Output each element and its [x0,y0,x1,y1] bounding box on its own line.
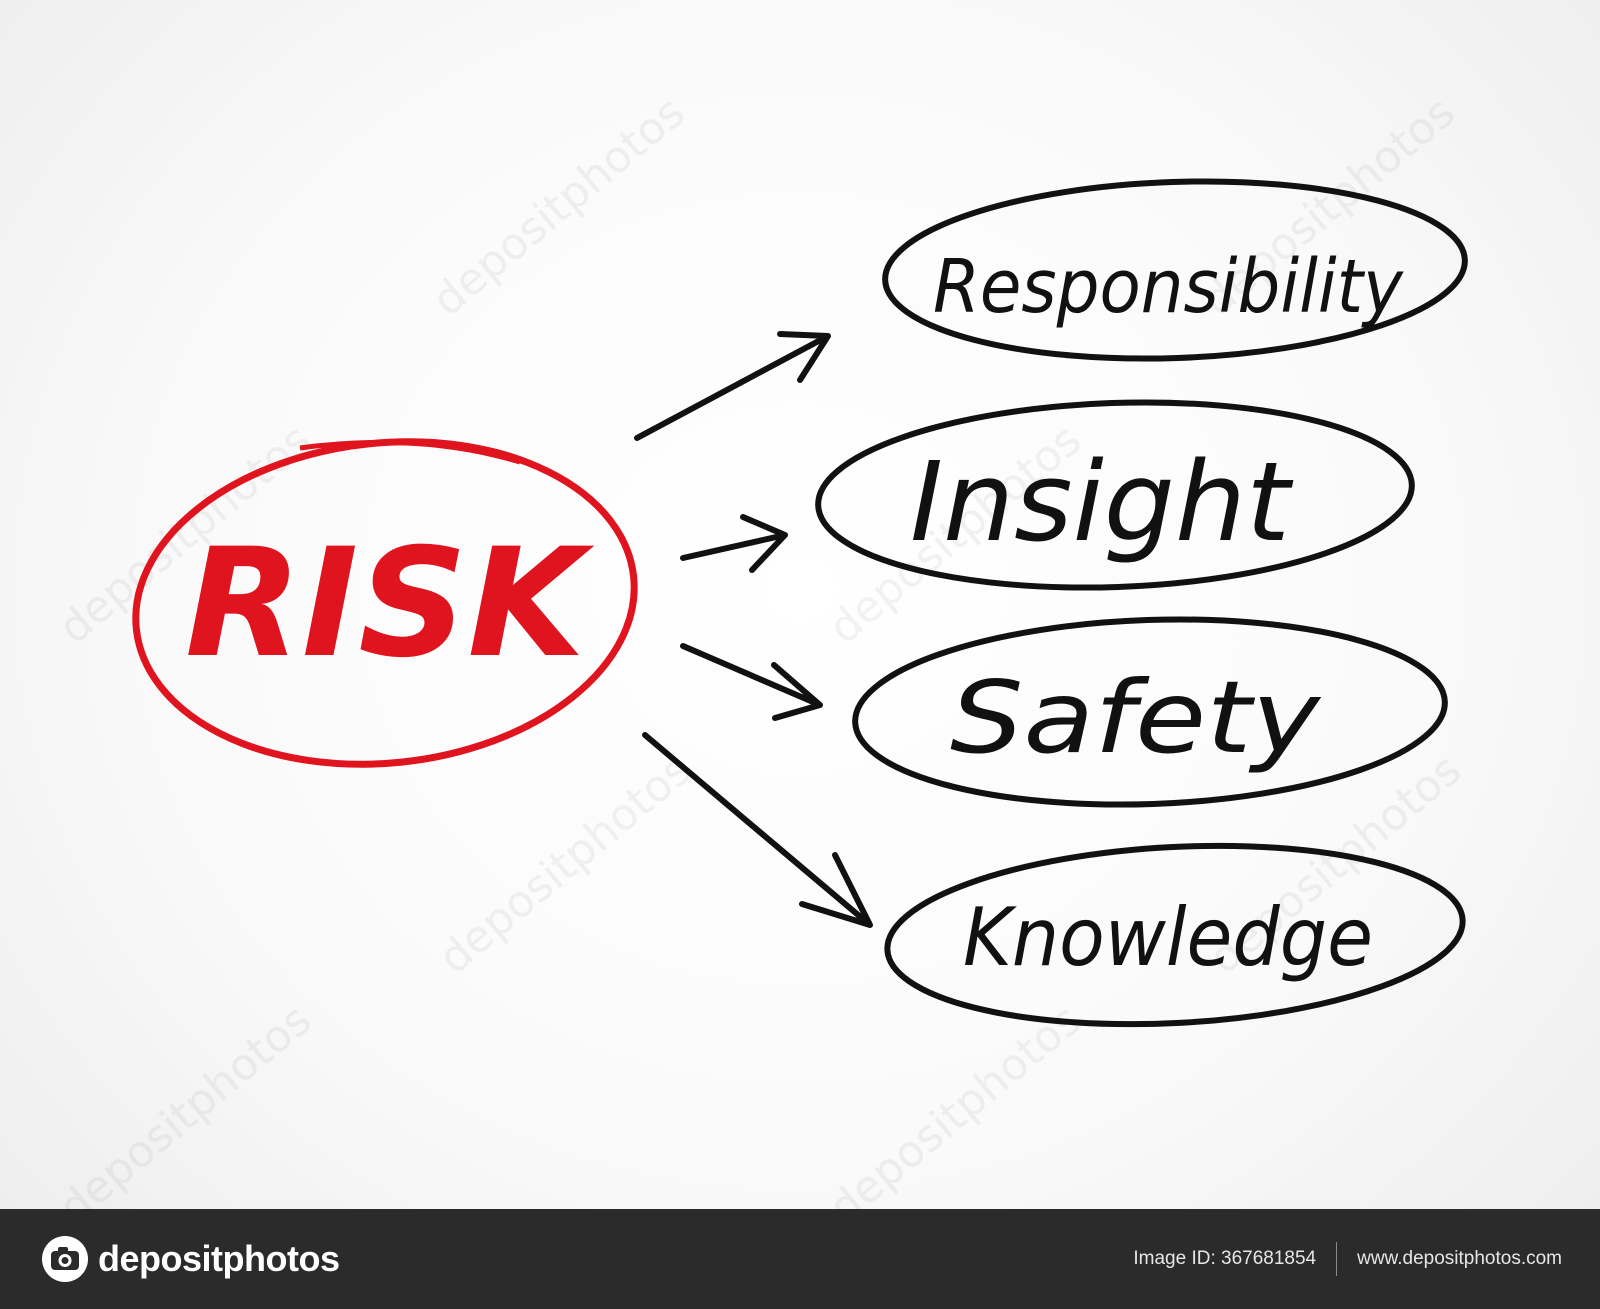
arrows [634,331,873,928]
node-ellipse [815,399,1415,591]
center-label: RISK [185,517,595,691]
arrow-to-insight [680,514,788,573]
watermark-text: depositphotos [819,994,1091,1209]
node-label: Responsibility [933,244,1404,330]
center-ellipse-overlap [299,439,521,465]
watermark-text: depositphotos [49,994,321,1209]
mind-map: depositphotos depositphotos depositphoto… [49,87,1471,1209]
node-ellipse [882,178,1468,362]
brand-name: depositphotos [98,1238,340,1279]
node-knowledge: Knowledge [884,842,1466,1028]
watermark-text: depositphotos [423,87,695,327]
node-safety: Safety [852,616,1448,808]
node-ellipse [884,842,1466,1028]
meta-divider [1336,1242,1338,1276]
node-responsibility: Responsibility [882,178,1468,362]
center-node: RISK [132,438,638,768]
footer-bar: depositphotos Image ID: 367681854 www.de… [0,1209,1600,1309]
website-link[interactable]: www.depositphotos.com [1357,1248,1562,1269]
node-ellipse [852,616,1448,808]
arrow-to-safety [680,643,823,721]
node-label: Insight [910,438,1294,566]
arrow-to-responsibility [634,331,831,441]
watermark-text: depositphotos [429,744,701,984]
camera-logo-icon [42,1236,88,1282]
brand-logo[interactable]: depositphotos [40,1231,340,1287]
node-insight: Insight [815,399,1415,591]
arrow-to-knowledge [642,732,873,928]
footer-meta: Image ID: 367681854 www.depositphotos.co… [1133,1209,1562,1309]
node-label: Knowledge [963,891,1373,984]
image-id: Image ID: 367681854 [1133,1248,1317,1269]
node-label: Safety [950,659,1322,776]
